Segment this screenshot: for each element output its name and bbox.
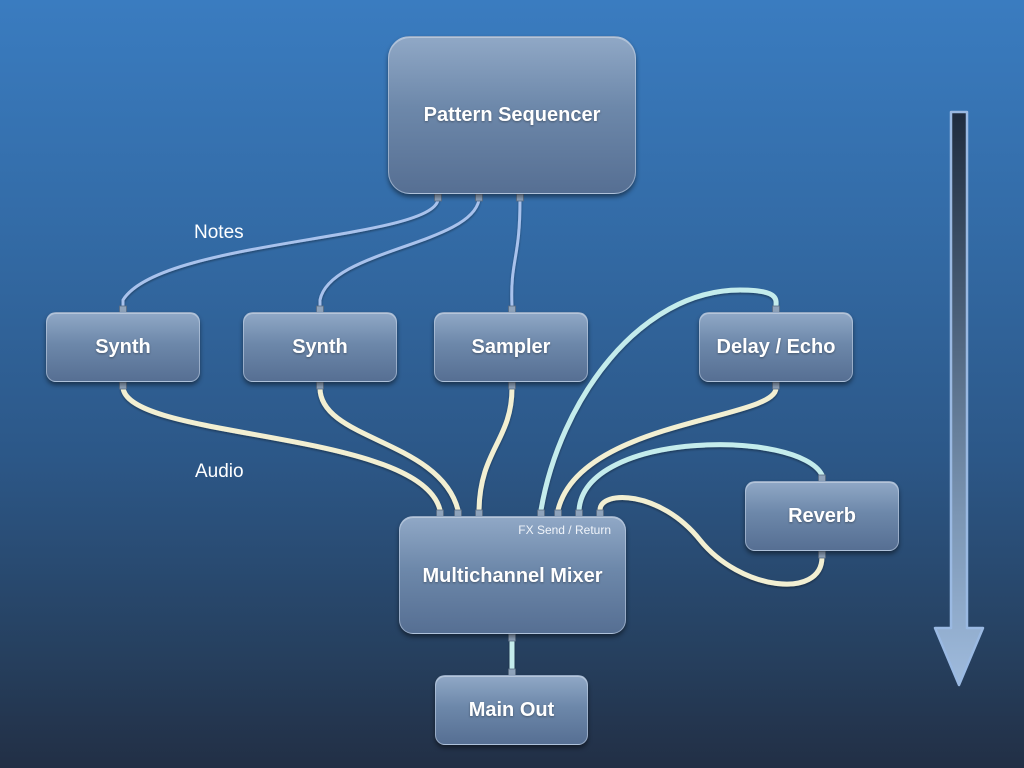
node-synth-2[interactable]: Synth [243, 312, 397, 382]
connector-port [818, 550, 826, 559]
cable-audio-synth-1 [120, 385, 443, 513]
node-label: Multichannel Mixer [422, 564, 603, 587]
node-label: Reverb [788, 504, 856, 527]
cable-audio-reverb-return [597, 495, 825, 587]
node-reverb[interactable]: Reverb [745, 481, 899, 551]
notes-label: Notes [194, 222, 244, 243]
node-sampler[interactable]: Sampler [434, 312, 588, 382]
signal-flow-arrow-icon [933, 110, 985, 687]
node-main-out[interactable]: Main Out [435, 675, 588, 745]
connector-port [434, 193, 442, 202]
cable-notes-sampler [510, 198, 522, 308]
cable-fx-send-delay [538, 287, 779, 513]
audio-label: Audio [195, 461, 244, 482]
node-multichannel-mixer[interactable]: FX Send / Return Multichannel Mixer [399, 516, 626, 634]
node-delay-echo[interactable]: Delay / Echo [699, 312, 853, 382]
cable-audio-delay-return [555, 385, 779, 513]
node-label: Synth [292, 335, 348, 358]
connector-port [508, 633, 516, 642]
fx-send-return-label: FX Send / Return [518, 523, 611, 537]
node-label: Pattern Sequencer [423, 103, 601, 126]
connector-port [508, 381, 516, 390]
cable-notes-synth-1 [121, 198, 440, 308]
node-label: Synth [95, 335, 151, 358]
cable-fx-send-reverb [576, 442, 825, 513]
cable-notes-synth-2 [318, 198, 481, 308]
cable-audio-sampler [476, 385, 515, 513]
connector-port [516, 193, 524, 202]
connector-port [316, 381, 324, 390]
node-label: Delay / Echo [716, 335, 836, 358]
cable-audio-synth-2 [317, 385, 461, 513]
node-label: Main Out [468, 698, 555, 721]
node-pattern-sequencer[interactable]: Pattern Sequencer [388, 36, 636, 194]
connector-port [119, 381, 127, 390]
connector-port [772, 381, 780, 390]
node-synth-1[interactable]: Synth [46, 312, 200, 382]
node-label: Sampler [471, 335, 551, 358]
connector-port [475, 193, 483, 202]
